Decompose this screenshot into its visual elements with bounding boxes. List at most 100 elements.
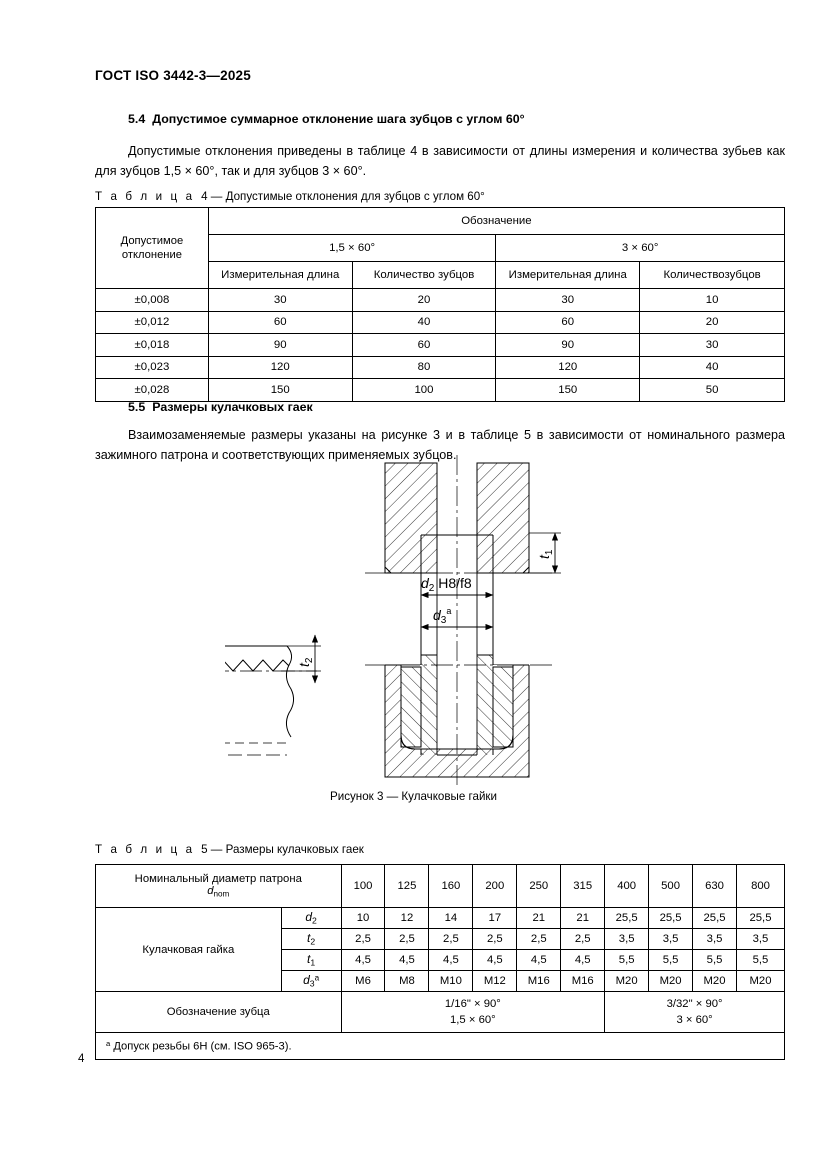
table-5-cell: M12 — [472, 970, 518, 992]
table-4-cell-b-length: 30 — [495, 288, 641, 312]
table-5-cell: 2,5 — [340, 928, 386, 950]
table-4-cell-a-length: 150 — [207, 378, 353, 402]
figure-label-d2: d2 H8/f8 — [421, 575, 472, 594]
clause-5-5-paragraph: Взаимозаменяемые размеры указаны на рису… — [95, 428, 785, 462]
table-4-cell-deviation: ±0,023 — [95, 355, 209, 379]
table-4-caption-number: 4 — [201, 190, 208, 203]
table-5-designation-right-line1: 3/32" × 90° — [666, 998, 723, 1010]
table-5-cell: 2,5 — [472, 928, 518, 950]
table-5-cell: M20 — [648, 970, 694, 992]
table-5-nominal-label: Номинальный диаметр патрона dnom — [95, 864, 342, 908]
table-5-cell: M20 — [735, 970, 786, 992]
table-4-subheader-b2: Количествозубцов — [639, 261, 785, 289]
table-5-cell: 3,5 — [604, 928, 650, 950]
table-4-cell-deviation: ±0,008 — [95, 288, 209, 312]
table-row: ±0,023 120 80 120 40 — [95, 355, 785, 379]
table-5-nominal-value: 200 — [472, 864, 518, 908]
table-5-caption-dash: — — [210, 843, 223, 856]
table-4-cell-b-length: 60 — [495, 310, 641, 334]
table-5-nominal-value: 100 — [340, 864, 386, 908]
figure-3-caption: Рисунок 3 — Кулачковые гайки — [330, 790, 497, 803]
table-4-cell-b-count: 20 — [639, 310, 785, 334]
table-5-designation-right: 3/32" × 90° 3 × 60° — [604, 991, 785, 1033]
table-5-caption-text: Размеры кулачковых гаек — [225, 843, 364, 856]
toothed-profile — [225, 645, 317, 756]
table-row: ±0,028 150 100 150 50 — [95, 378, 785, 402]
table-5-designation-label: Обозначение зубца — [95, 991, 342, 1033]
document-header: ГОСТ ISO 3442-3—2025 — [95, 68, 251, 83]
table-4-subheader-b1: Измерительная длина — [495, 261, 641, 289]
table-5-cell: 10 — [340, 907, 386, 929]
table-5-cell: 17 — [472, 907, 518, 929]
table-4-group-a: 1,5 × 60° — [207, 234, 497, 262]
table-4-cell-a-count: 80 — [351, 355, 497, 379]
table-row: d3a M6 M8 M10 M12 M16 M16 M20 M20 M20 M2… — [96, 970, 786, 992]
table-row: ±0,018 90 60 90 30 — [95, 333, 785, 357]
table-4-cell-deviation: ±0,018 — [95, 333, 209, 357]
table-5-nominal-label-line2: dnom — [207, 885, 230, 899]
table-row: ±0,012 60 40 60 20 — [95, 310, 785, 334]
table-5-cell: 21 — [560, 907, 606, 929]
clause-5-5-number: 5.5 — [128, 400, 146, 414]
table-5-cell: 5,5 — [735, 949, 786, 971]
table-5-cell: M8 — [384, 970, 430, 992]
table-4-subheader-a2: Количество зубцов — [351, 261, 497, 289]
table-5-cell: 25,5 — [692, 907, 737, 929]
table-5-cell: 25,5 — [604, 907, 650, 929]
clause-5-4-number: 5.4 — [128, 112, 146, 126]
table-5-cell: 3,5 — [735, 928, 786, 950]
table-4-cell-b-count: 50 — [639, 378, 785, 402]
table-5-nominal-value: 630 — [692, 864, 737, 908]
table-4-group-b: 3 × 60° — [495, 234, 785, 262]
table-5-footnote-text: Допуск резьбы 6Н (см. ISO 965-3). — [113, 1040, 292, 1053]
table-5-cell: 2,5 — [384, 928, 430, 950]
table-5-param-symbol: t1 — [280, 949, 342, 971]
table-5-section-label: Кулачковая гайка — [95, 907, 282, 992]
table-4-cell-b-length: 120 — [495, 355, 641, 379]
table-4-subheader-a1: Измерительная длина — [207, 261, 353, 289]
table-5-caption: Т а б л и ц а 5 — Размеры кулачковых гае… — [95, 843, 364, 856]
table-row: ±0,008 30 20 30 10 — [95, 288, 785, 312]
table-5-caption-label: Т а б л и ц а — [95, 843, 195, 856]
dimension-t2 — [281, 634, 321, 684]
table-4-caption-dash: — — [210, 190, 223, 203]
table-4-cell-a-count: 40 — [351, 310, 497, 334]
table-5-footnote-row: a Допуск резьбы 6Н (см. ISO 965-3). — [95, 1032, 785, 1060]
table-4-cell-deviation: ±0,012 — [95, 310, 209, 334]
clause-5-5-title: Размеры кулачковых гаек — [152, 400, 313, 414]
table-5-footnote: a Допуск резьбы 6Н (см. ISO 965-3). — [95, 1032, 785, 1060]
table-5-cell: 5,5 — [604, 949, 650, 971]
figure-label-t2: t2 — [296, 657, 315, 667]
table-4-col-deviation-header: Допустимое отклонение — [95, 207, 209, 289]
table-5-cell: 5,5 — [648, 949, 694, 971]
clause-5-4-title: Допустимое суммарное отклонение шага зуб… — [152, 112, 525, 126]
table-5-cell: 4,5 — [384, 949, 430, 971]
table-5-param-symbol: t2 — [280, 928, 342, 950]
table-4-cell-b-count: 10 — [639, 288, 785, 312]
table-4-group-title: Обозначение — [207, 207, 786, 235]
table-4-header-row-2: 1,5 × 60° 3 × 60° — [96, 234, 785, 262]
figure-3-drawing: d2 H8/f8 d3a t1 t2 — [225, 455, 680, 785]
table-5-cell: M16 — [516, 970, 562, 992]
table-4: Допустимое отклонение Обозначение 1,5 × … — [95, 207, 786, 402]
table-4-cell-a-count: 60 — [351, 333, 497, 357]
table-4-header-row-1: Допустимое отклонение Обозначение — [95, 207, 786, 289]
table-5-nominal-value: 500 — [648, 864, 694, 908]
table-4-cell-a-count: 20 — [351, 288, 497, 312]
dimension-t1 — [529, 532, 561, 574]
table-5-cell: M20 — [604, 970, 650, 992]
table-5-cell: 3,5 — [692, 928, 737, 950]
table-4-cell-deviation: ±0,028 — [95, 378, 209, 402]
table-5-cell: 25,5 — [648, 907, 694, 929]
table-5-designation-row: Обозначение зубца 1/16" × 90° 1,5 × 60° … — [95, 991, 785, 1033]
table-5-nominal-value: 125 — [384, 864, 430, 908]
table-5-nominal-row: Номинальный диаметр патрона dnom 100 125… — [95, 864, 786, 908]
table-5-cell: 4,5 — [516, 949, 562, 971]
table-5-cell: 21 — [516, 907, 562, 929]
figure-label-d3: d3a — [433, 606, 451, 626]
figure-label-t1: t1 — [536, 549, 555, 559]
table-5-cell: M20 — [692, 970, 737, 992]
table-5-nominal-value: 250 — [516, 864, 562, 908]
table-4-caption: Т а б л и ц а 4 — Допустимые отклонения … — [95, 190, 485, 203]
table-5-cell: M6 — [340, 970, 386, 992]
